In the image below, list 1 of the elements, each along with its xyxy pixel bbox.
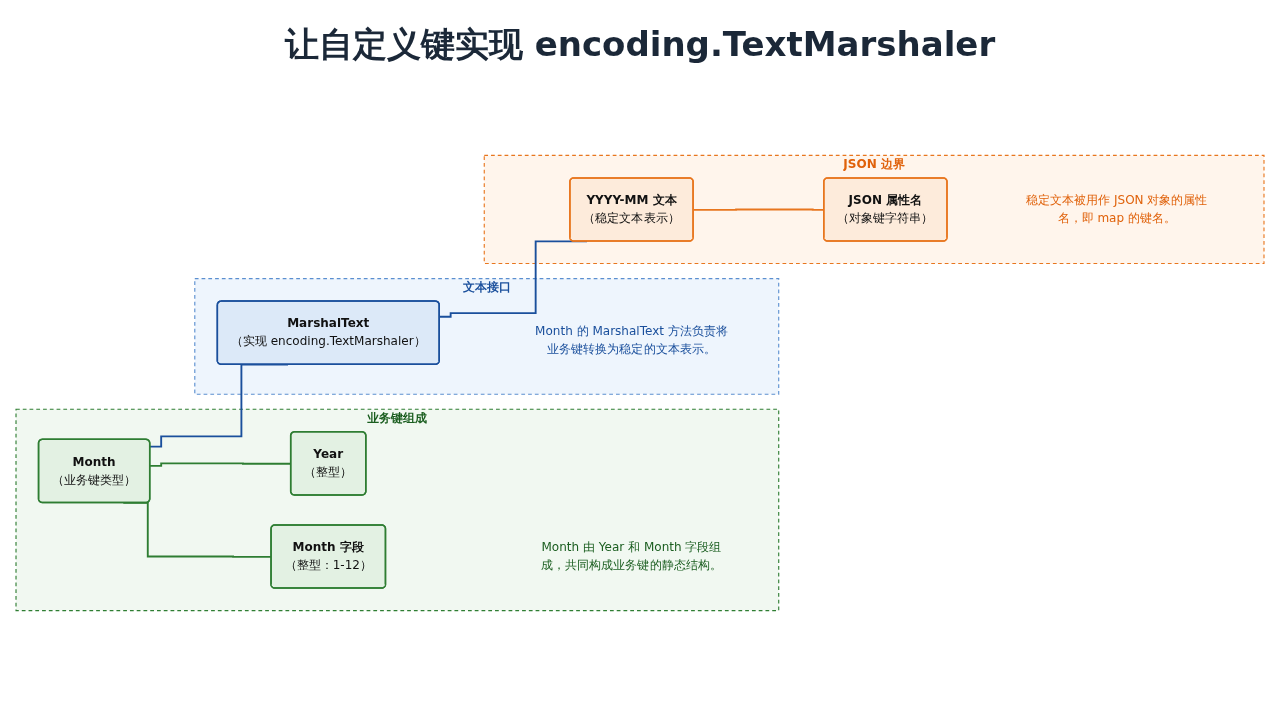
diagram-title: 让自定义键实现 encoding.TextMarshaler xyxy=(283,23,997,66)
